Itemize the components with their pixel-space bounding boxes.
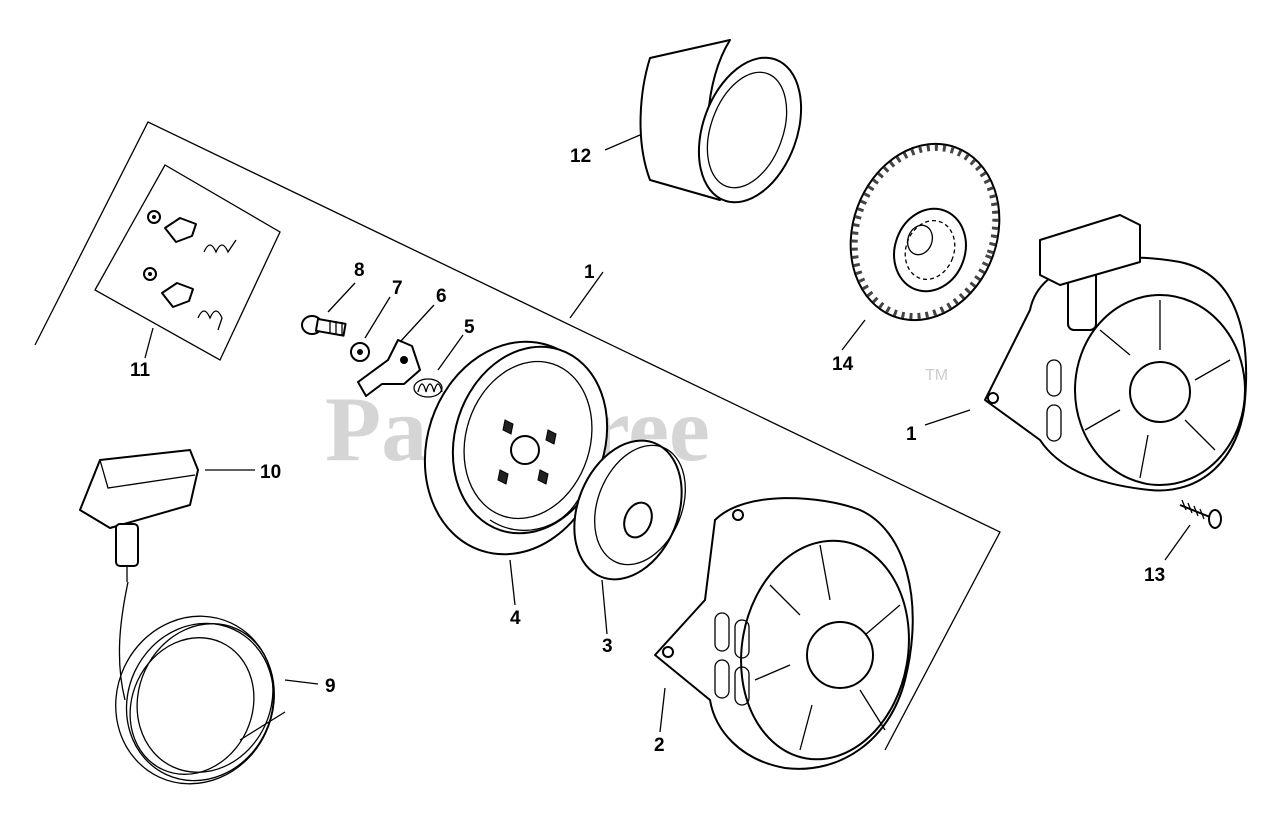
part-7-washer — [350, 342, 370, 362]
part-5-spring — [413, 378, 443, 398]
callout-8: 8 — [354, 260, 365, 281]
assembly-bracket — [34, 121, 1001, 751]
part-12-cup — [639, 39, 803, 204]
part-9-rope — [115, 581, 286, 785]
part-13-screw — [1179, 499, 1222, 529]
pawl-kit-box — [94, 164, 281, 361]
callout-5: 5 — [464, 317, 475, 338]
part-3-spring-housing — [573, 439, 686, 581]
callout-1-housing: 1 — [906, 424, 917, 445]
part-6-pawl — [357, 339, 421, 397]
part-8-bolt — [301, 315, 347, 337]
part-1-assembled-housing — [984, 214, 1248, 492]
callout-3: 3 — [602, 636, 613, 657]
callout-labels: 1 1 2 3 4 5 6 7 8 9 10 11 12 13 14 — [130, 146, 1165, 756]
callout-12: 12 — [570, 146, 591, 167]
callout-6: 6 — [436, 286, 447, 307]
leader-lines — [144, 134, 1191, 733]
watermark-trademark: TM — [925, 367, 948, 384]
callout-7: 7 — [392, 278, 403, 299]
callout-11: 11 — [130, 360, 151, 381]
callout-9: 9 — [325, 676, 336, 697]
callout-13: 13 — [1144, 565, 1165, 586]
callout-1-assembly: 1 — [584, 262, 595, 283]
pawl-kit-parts — [143, 210, 237, 331]
part-4-pulley — [423, 340, 609, 556]
part-10-handle — [79, 449, 199, 582]
callout-2: 2 — [654, 735, 665, 756]
callout-10: 10 — [260, 462, 281, 483]
callout-14: 14 — [832, 354, 854, 375]
callout-4: 4 — [510, 608, 521, 629]
part-2-housing — [654, 497, 914, 770]
part-14-disc — [849, 142, 1001, 322]
